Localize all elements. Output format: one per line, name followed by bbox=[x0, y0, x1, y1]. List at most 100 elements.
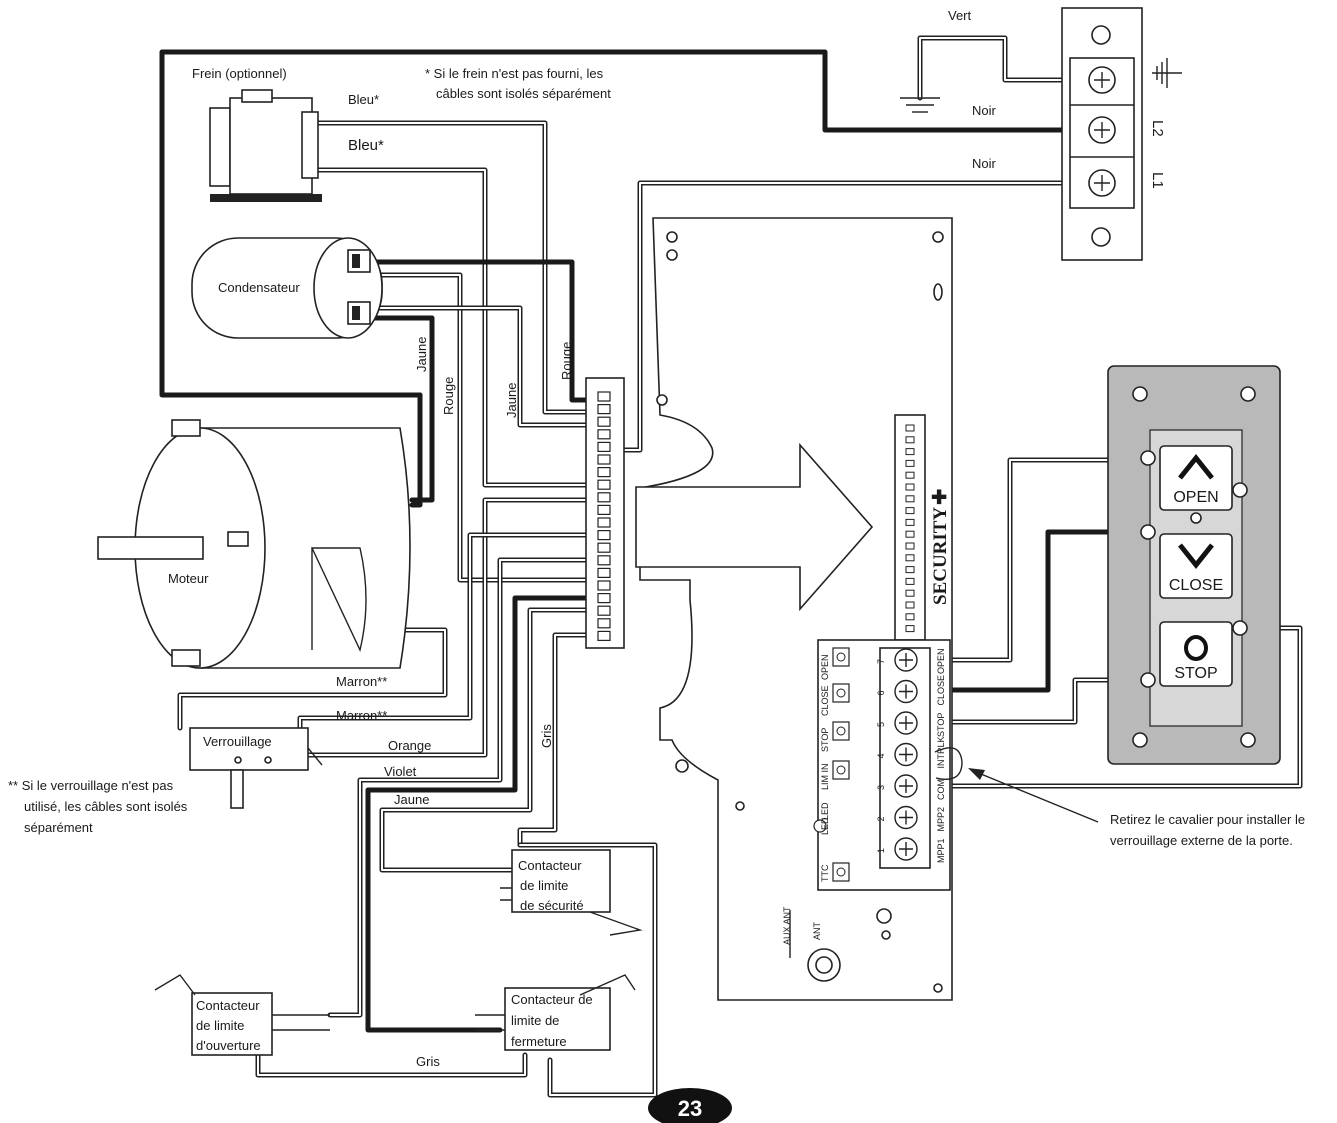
labels: Vert Noir Noir L2 L1 Frein (optionnel) *… bbox=[8, 8, 1305, 1069]
board-terminal-screw bbox=[894, 679, 918, 704]
terminal-number: 5 bbox=[876, 722, 886, 727]
terminal-label: STOP bbox=[936, 713, 946, 737]
header-pin bbox=[905, 448, 915, 456]
header-pin bbox=[905, 613, 915, 621]
terminal-label: MPP2 bbox=[936, 807, 946, 832]
label-condensateur: Condensateur bbox=[218, 280, 300, 295]
connector-pin bbox=[597, 429, 611, 440]
terminal-number: 1 bbox=[876, 848, 886, 853]
board-left-label: CLOSE bbox=[820, 685, 830, 716]
contacteur-securite bbox=[500, 849, 643, 936]
note-verrouillage-line2: utilisé, les câbles sont isolés bbox=[24, 799, 188, 814]
label-marron-2: Marron** bbox=[336, 708, 387, 723]
board-terminal-screw bbox=[894, 805, 918, 830]
contact-fermeture-line2: limite de bbox=[511, 1013, 559, 1028]
connector-pin bbox=[597, 504, 611, 515]
label-moteur: Moteur bbox=[168, 571, 209, 586]
label-rouge-1: Rouge bbox=[441, 377, 456, 415]
label-jaune-2: Jaune bbox=[504, 383, 519, 418]
board-terminal-area bbox=[813, 639, 951, 891]
terminal-block bbox=[1061, 7, 1143, 261]
wire-station-stop bbox=[927, 677, 1138, 725]
header-pin bbox=[905, 601, 915, 609]
board-left-label: STOP bbox=[820, 728, 830, 752]
connector-pin bbox=[597, 567, 611, 579]
label-l2: L2 bbox=[1149, 120, 1166, 137]
ground-symbol-right bbox=[1152, 58, 1182, 88]
board-terminal-screw bbox=[894, 774, 918, 798]
label-bleu-1: Bleu* bbox=[348, 92, 379, 107]
contact-ouverture-line3: d'ouverture bbox=[196, 1038, 261, 1053]
note-verrouillage-line3: séparément bbox=[24, 820, 93, 835]
page-number: 23 bbox=[678, 1096, 702, 1121]
connector-pin bbox=[597, 555, 611, 566]
board-post bbox=[832, 760, 850, 780]
contact-fermeture-line1: Contacteur de bbox=[511, 992, 593, 1007]
board-left-label: LED bbox=[820, 817, 830, 835]
label-gris-1: Gris bbox=[539, 724, 554, 748]
connector-pin bbox=[597, 467, 611, 478]
label-gris-2: Gris bbox=[416, 1054, 440, 1069]
label-orange: Orange bbox=[388, 738, 431, 753]
security-brand: SECURITY✚ bbox=[930, 489, 951, 605]
connector-pin bbox=[597, 416, 611, 427]
terminal-label: OPEN bbox=[936, 648, 946, 674]
note-retirez-line1: Retirez le cavalier pour installer le bbox=[1110, 812, 1305, 827]
connector-pin bbox=[597, 404, 611, 415]
terminal-label: MPP1 bbox=[936, 838, 946, 863]
board-terminal-screw bbox=[894, 837, 918, 861]
terminal-screw-l1 bbox=[1088, 169, 1116, 197]
header-pin bbox=[905, 424, 915, 432]
big-arrow bbox=[635, 442, 874, 612]
terminal-number: 7 bbox=[876, 659, 886, 664]
header-pin bbox=[905, 542, 915, 550]
wire-station-close bbox=[927, 529, 1138, 693]
contacteur-fermeture bbox=[475, 974, 636, 1051]
label-jaune-1: Jaune bbox=[414, 337, 429, 372]
label-noir-top: Noir bbox=[972, 103, 997, 118]
label-frein: Frein (optionnel) bbox=[192, 66, 287, 81]
wire-jaune-1 bbox=[372, 315, 435, 503]
moteur bbox=[97, 419, 411, 669]
terminal-number: 6 bbox=[876, 690, 886, 695]
wire-vert-ground bbox=[917, 35, 1088, 101]
contact-securite-line2: de limite bbox=[520, 878, 568, 893]
annotation-arrow bbox=[968, 768, 1099, 823]
connector-pin bbox=[597, 529, 611, 541]
header-pin bbox=[905, 530, 915, 538]
header-pin bbox=[905, 483, 915, 491]
connector-pin bbox=[597, 517, 611, 528]
connector-pin bbox=[597, 592, 611, 604]
label-rouge-2: Rouge bbox=[559, 342, 574, 380]
board-terminal-screw bbox=[894, 742, 918, 767]
contact-securite-line3: de sécurité bbox=[520, 898, 584, 913]
wire-noir-motor-lead bbox=[409, 392, 423, 508]
contact-securite-line1: Contacteur bbox=[518, 858, 582, 873]
board-post bbox=[832, 862, 850, 882]
ground-symbol-left bbox=[900, 97, 940, 113]
header-pin bbox=[905, 471, 915, 479]
terminal-screw-l2 bbox=[1088, 116, 1116, 144]
note-retirez-line2: verrouillage externe de la porte. bbox=[1110, 833, 1293, 848]
open-button[interactable]: OPEN bbox=[1159, 445, 1233, 511]
security-header bbox=[894, 414, 926, 641]
board-left-label: OPEN bbox=[820, 654, 830, 680]
connector-pin bbox=[597, 580, 611, 591]
connector-pin bbox=[597, 542, 611, 553]
board-post bbox=[832, 683, 850, 703]
label-marron-1: Marron** bbox=[336, 674, 387, 689]
stop-button[interactable]: STOP bbox=[1159, 621, 1233, 687]
label-jaune-3: Jaune bbox=[394, 792, 429, 807]
close-button[interactable]: CLOSE bbox=[1159, 533, 1233, 599]
open-button-label: OPEN bbox=[1173, 489, 1218, 506]
connector-pin bbox=[597, 441, 611, 452]
brake bbox=[209, 89, 322, 202]
page-number-badge: 23 bbox=[648, 1088, 732, 1123]
header-pin bbox=[905, 566, 915, 574]
connector-pin bbox=[597, 454, 611, 465]
led-screw bbox=[813, 819, 827, 833]
connector-pin bbox=[597, 492, 611, 503]
board-left-label: LED bbox=[820, 802, 830, 820]
